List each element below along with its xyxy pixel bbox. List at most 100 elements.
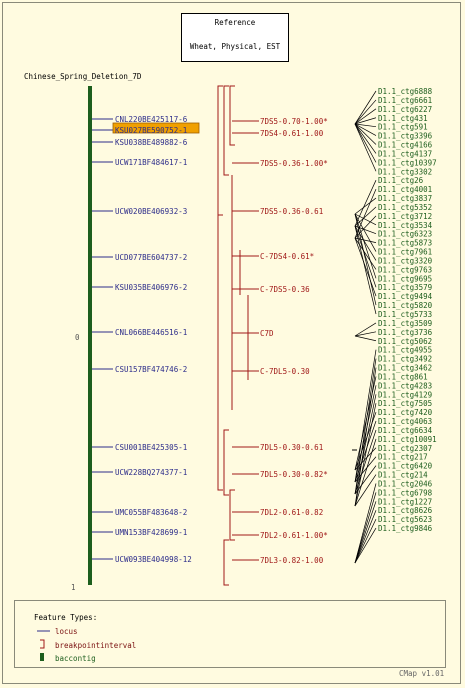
- locus-label[interactable]: CNL066BE446516-1: [115, 328, 187, 337]
- interval-bracket[interactable]: [223, 85, 229, 176]
- scale-bottom-label: 1: [71, 583, 76, 592]
- contig-label[interactable]: D1.1_ctg4063: [378, 417, 432, 426]
- contig-label[interactable]: D1.1_ctg3492: [378, 355, 432, 364]
- contig-label[interactable]: D1.1_ctg6420: [378, 462, 433, 471]
- contig-label[interactable]: D1.1_ctg3320: [378, 256, 433, 265]
- contig-label[interactable]: D1.1_ctg3736: [378, 328, 433, 337]
- interval-label[interactable]: 7DL5-0.30-0.82*: [260, 470, 328, 479]
- contig-label[interactable]: D1.1_ctg9846: [378, 524, 433, 533]
- contig-label[interactable]: D1.1_ctg3837: [378, 194, 432, 203]
- interval-label[interactable]: C-7DS5-0.36: [260, 285, 310, 294]
- locus-label[interactable]: UMC055BF483648-2: [115, 508, 187, 517]
- contig-label[interactable]: D1.1_ctg4955: [378, 346, 432, 355]
- locus-label[interactable]: KSU027BE590752-1: [115, 126, 187, 135]
- interval-label[interactable]: 7DS5-0.36-0.61: [260, 207, 323, 216]
- contig-label[interactable]: D1.1_ctg1227: [378, 497, 432, 506]
- contig-label[interactable]: D1.1_ctg3579: [378, 283, 432, 292]
- contig-connector: [354, 123, 377, 154]
- contig-label[interactable]: D1.1_ctg5062: [378, 337, 432, 346]
- contig-label[interactable]: D1.1_ctg3509: [378, 319, 432, 328]
- outer-frame: [2, 2, 461, 684]
- contig-connector: [354, 465, 377, 495]
- legend-interval-symbol: [37, 639, 51, 651]
- contig-connector: [354, 123, 377, 172]
- contig-label[interactable]: D1.1_ctg2307: [378, 444, 432, 453]
- contig-label[interactable]: D1.1_ctg4166: [378, 141, 433, 150]
- contig-label[interactable]: D1.1_ctg8626: [378, 506, 433, 515]
- contig-label[interactable]: D1.1_ctg7420: [378, 408, 433, 417]
- contig-label[interactable]: D1.1_ctg4129: [378, 390, 432, 399]
- contig-label[interactable]: D1.1_ctg10091: [378, 435, 437, 444]
- interval-label[interactable]: 7DL5-0.30-0.61: [260, 443, 323, 452]
- locus-label[interactable]: CSU157BF474746-2: [115, 365, 187, 374]
- contig-connector: [354, 225, 377, 261]
- locus-label[interactable]: CNL220BE425117-6: [115, 115, 188, 124]
- contig-label[interactable]: D1.1_ctg3302: [378, 167, 432, 176]
- interval-label[interactable]: C-7DS4-0.61*: [260, 252, 314, 261]
- locus-label[interactable]: UCW171BF484617-1: [115, 158, 187, 167]
- contig-label[interactable]: D1.1_ctg4283: [378, 381, 432, 390]
- contig-label[interactable]: D1.1_ctg214: [378, 471, 428, 480]
- contig-label[interactable]: D1.1_ctg9695: [378, 274, 432, 283]
- contig-label[interactable]: D1.1_ctg5352: [378, 203, 432, 212]
- contig-label[interactable]: D1.1_ctg26: [378, 176, 424, 185]
- contig-label[interactable]: D1.1_ctg5820: [378, 301, 433, 310]
- contig-label[interactable]: D1.1_ctg4001: [378, 185, 432, 194]
- contig-label[interactable]: D1.1_ctg2046: [378, 479, 433, 488]
- contig-label[interactable]: D1.1_ctg5623: [378, 515, 432, 524]
- interval-label[interactable]: 7DL2-0.61-0.82: [260, 508, 323, 517]
- locus-label[interactable]: UCW228BQ274377-1: [115, 468, 187, 477]
- contig-label[interactable]: D1.1_ctg6798: [378, 488, 433, 497]
- interval-bracket[interactable]: [229, 85, 235, 146]
- contig-label[interactable]: D1.1_ctg3712: [378, 212, 432, 221]
- contig-label[interactable]: D1.1_ctg10397: [378, 158, 437, 167]
- contig-label[interactable]: D1.1_ctg6888: [378, 87, 433, 96]
- contig-label[interactable]: D1.1_ctg9763: [378, 265, 432, 274]
- interval-bracket[interactable]: [223, 539, 229, 586]
- interval-label[interactable]: 7DS4-0.61-1.00: [260, 129, 324, 138]
- reference-title: Reference: [214, 18, 256, 27]
- locus-label[interactable]: KSU035BE406976-2: [115, 283, 187, 292]
- contig-label[interactable]: D1.1_ctg6227: [378, 105, 432, 114]
- contig-label[interactable]: D1.1_ctg5873: [378, 239, 432, 248]
- contig-label[interactable]: D1.1_ctg6323: [378, 230, 432, 239]
- interval-bracket[interactable]: [223, 429, 229, 496]
- locus-label[interactable]: UCW093BE404998-12: [115, 555, 192, 564]
- contig-label[interactable]: D1.1_ctg431: [378, 114, 428, 123]
- locus-label[interactable]: CSU001BE425305-1: [115, 443, 187, 452]
- contig-label[interactable]: D1.1_ctg3396: [378, 132, 433, 141]
- contig-label[interactable]: D1.1_ctg3534: [378, 221, 433, 230]
- contig-label[interactable]: D1.1_ctg5733: [378, 310, 432, 319]
- contig-label[interactable]: D1.1_ctg4137: [378, 149, 432, 158]
- interval-label[interactable]: 7DL2-0.61-1.00*: [260, 531, 328, 540]
- contig-label[interactable]: D1.1_ctg861: [378, 372, 428, 381]
- interval-bracket[interactable]: [217, 85, 223, 216]
- locus-label[interactable]: UCW020BE406932-3: [115, 207, 187, 216]
- interval-label[interactable]: C-7DL5-0.30: [260, 367, 310, 376]
- interval-label[interactable]: 7DS5-0.70-1.00*: [260, 117, 328, 126]
- contig-connector: [354, 90, 377, 125]
- contig-label[interactable]: D1.1_ctg591: [378, 123, 428, 132]
- locus-label[interactable]: UCD077BE604737-2: [115, 253, 187, 262]
- interval-label[interactable]: 7DL3-0.82-1.00: [260, 556, 324, 565]
- interval-bracket[interactable]: [217, 214, 223, 491]
- reference-box[interactable]: Reference Wheat, Physical, EST: [181, 13, 289, 62]
- contig-connector: [354, 335, 377, 342]
- interval-label[interactable]: C7D: [260, 329, 274, 338]
- chromosome-bar[interactable]: [88, 86, 92, 585]
- interval-label[interactable]: 7DS5-0.36-1.00*: [260, 159, 328, 168]
- contig-label[interactable]: D1.1_ctg9494: [378, 292, 433, 301]
- contig-label[interactable]: D1.1_ctg3462: [378, 364, 432, 373]
- contig-connector: [354, 412, 377, 471]
- contig-label[interactable]: D1.1_ctg6661: [378, 96, 432, 105]
- contig-connector: [354, 123, 377, 136]
- map-title[interactable]: Chinese_Spring_Deletion_7D: [24, 72, 142, 81]
- locus-label[interactable]: KSU038BE489882-6: [115, 138, 188, 147]
- locus-label[interactable]: UMN153BF428699-1: [115, 528, 187, 537]
- contig-label[interactable]: D1.1_ctg7961: [378, 248, 432, 257]
- contig-label[interactable]: D1.1_ctg217: [378, 453, 428, 462]
- contig-label[interactable]: D1.1_ctg6634: [378, 426, 433, 435]
- contig-label[interactable]: D1.1_ctg7505: [378, 399, 432, 408]
- interval-bracket[interactable]: [229, 489, 235, 541]
- contig-connector: [354, 237, 377, 270]
